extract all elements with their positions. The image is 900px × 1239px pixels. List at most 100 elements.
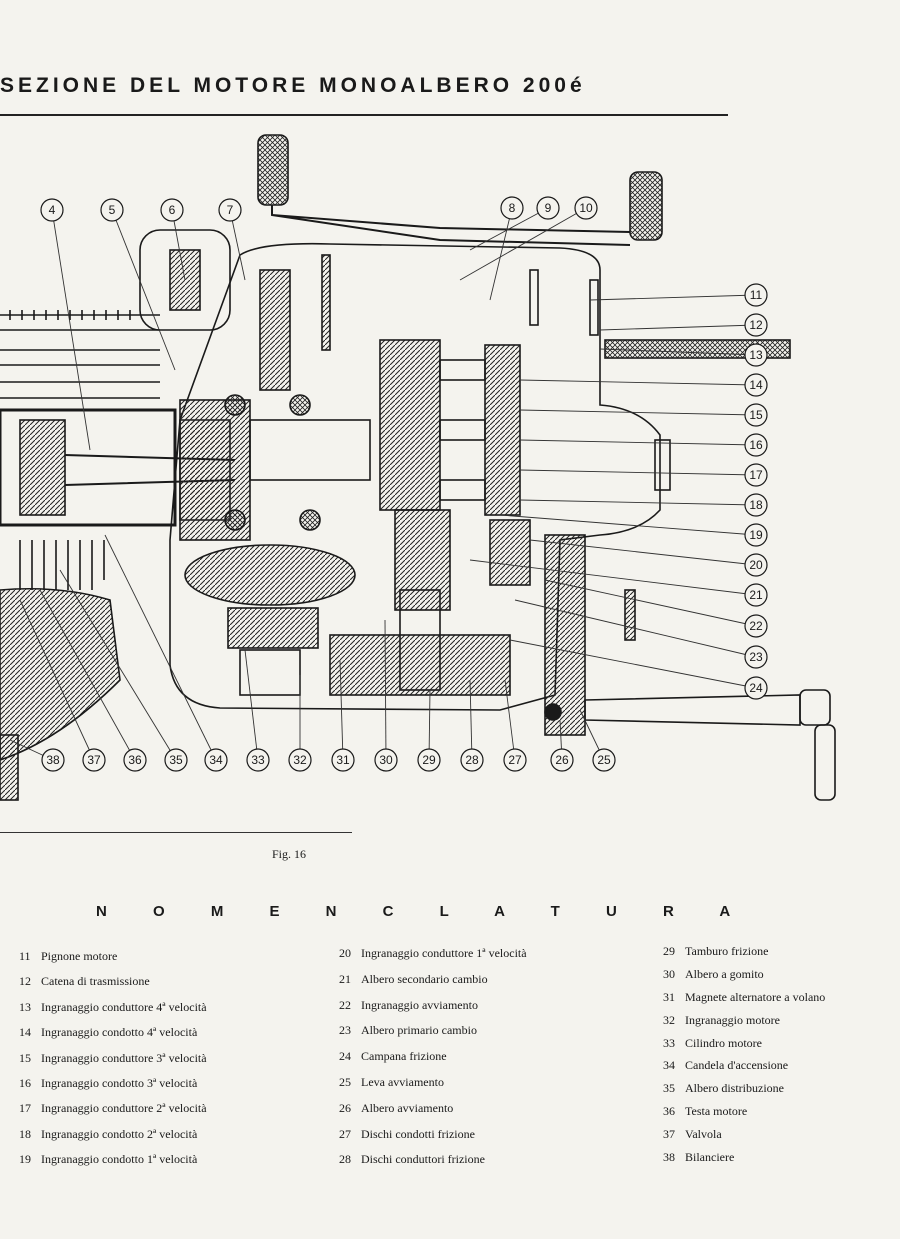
leader-line (171, 209, 186, 281)
callout-circle (204, 748, 228, 772)
callout-number: 26 (555, 753, 569, 767)
callout-number: 27 (508, 753, 522, 767)
legend-number: 22 (339, 997, 351, 1012)
legend-number: 26 (339, 1100, 351, 1115)
pedal-left (257, 134, 289, 206)
legend-label: Bilanciere (685, 1150, 735, 1165)
clutch-pack (329, 634, 511, 696)
spark-plug (0, 734, 19, 801)
callout-number: 11 (750, 288, 763, 302)
callout-circle (82, 748, 106, 772)
legend-label: Ingranaggio avviamento (361, 997, 478, 1012)
legend-number: 12 (19, 974, 31, 989)
legend-number: 23 (339, 1023, 351, 1038)
legend-label: Albero distribuzione (685, 1081, 784, 1096)
callout-number: 38 (46, 753, 60, 767)
legend-label: Ingranaggio conduttore 2ª velocità (41, 1101, 207, 1116)
leader-line (499, 514, 757, 536)
legend-item: 33 Cilindro motore (663, 1036, 825, 1059)
callout-number: 21 (749, 588, 763, 602)
legend-label: Dischi conduttori frizione (361, 1152, 485, 1167)
callout-circle (744, 676, 768, 700)
legend-label: Cilindro motore (685, 1035, 762, 1050)
callout-circle (41, 748, 65, 772)
callout-number: 10 (579, 201, 593, 215)
leader-line (519, 439, 757, 446)
callout-circle (331, 748, 355, 772)
legend-label: Ingranaggio condotto 2ª velocità (41, 1126, 198, 1141)
legend-label: Dischi condotti frizione (361, 1126, 475, 1141)
legend-number: 24 (339, 1049, 351, 1064)
callout-number: 35 (169, 753, 183, 767)
leader-line (459, 207, 587, 281)
callout-number: 18 (749, 498, 763, 512)
callout-circle (574, 196, 598, 220)
callout-number: 12 (749, 318, 763, 332)
legend-number: 38 (663, 1150, 675, 1165)
callout-number: 6 (169, 203, 176, 217)
legend-number: 15 (19, 1050, 31, 1065)
callout-number: 33 (251, 753, 265, 767)
callout-circle (218, 198, 242, 222)
callout-circle (160, 198, 184, 222)
callout-circle (744, 493, 768, 517)
callout-circle (460, 748, 484, 772)
callout-circle (744, 403, 768, 427)
legend-number: 34 (663, 1058, 675, 1073)
leader-line (509, 639, 757, 689)
legend-number: 19 (19, 1152, 31, 1167)
callout-circle (536, 196, 560, 220)
piston (19, 419, 66, 516)
legend-label: Ingranaggio conduttore 1ª velocità (361, 946, 527, 960)
leader-line (469, 559, 757, 596)
legend-label: Tamburo frizione (685, 944, 769, 958)
figure-rule (0, 832, 352, 833)
legend-number: 33 (663, 1035, 675, 1050)
legend-label: Ingranaggio condotto 1ª velocità (41, 1152, 198, 1167)
kickstart-foot (814, 724, 836, 801)
callout-circle (744, 313, 768, 337)
kickstart-shaft (544, 534, 586, 736)
callout-circle (503, 748, 527, 772)
callout-number: 31 (336, 753, 350, 767)
legend-label: Albero a gomito (685, 966, 764, 981)
callout-number: 23 (749, 650, 763, 664)
legend-number: 32 (663, 1012, 675, 1027)
leader-line (519, 469, 757, 476)
callout-circle (417, 748, 441, 772)
cylinder-fins (0, 310, 160, 590)
legend-label: Albero primario cambio (361, 1023, 477, 1038)
legend-item: 15 Ingranaggio conduttore 3ª velocità (19, 1051, 207, 1076)
legend-number: 13 (19, 999, 31, 1014)
legend-number: 18 (19, 1126, 31, 1141)
legend-number: 25 (339, 1074, 351, 1089)
legend-number: 27 (339, 1126, 351, 1141)
callout-circle (744, 343, 768, 367)
figure-caption: Fig. 16 (272, 847, 307, 861)
legend-number: 21 (339, 971, 351, 986)
callout-number: 25 (597, 753, 611, 767)
legend-label: Ingranaggio conduttore 3ª velocità (41, 1050, 207, 1065)
leader-line (544, 579, 757, 627)
gear-lever (271, 205, 631, 246)
leader-line (39, 589, 136, 761)
legend-label: Testa motore (685, 1104, 748, 1119)
callout-number: 5 (109, 203, 116, 217)
callout-number: 28 (465, 753, 479, 767)
callout-circle (744, 433, 768, 457)
leader-line (19, 599, 95, 761)
leader-line (111, 209, 176, 371)
leader-line (339, 659, 344, 761)
legend-item: 38 Bilanciere (663, 1150, 825, 1173)
legend-item: 19 Ingranaggio condotto 1ª velocità (19, 1152, 207, 1177)
callout-circle (40, 198, 64, 222)
callout-number: 36 (128, 753, 142, 767)
